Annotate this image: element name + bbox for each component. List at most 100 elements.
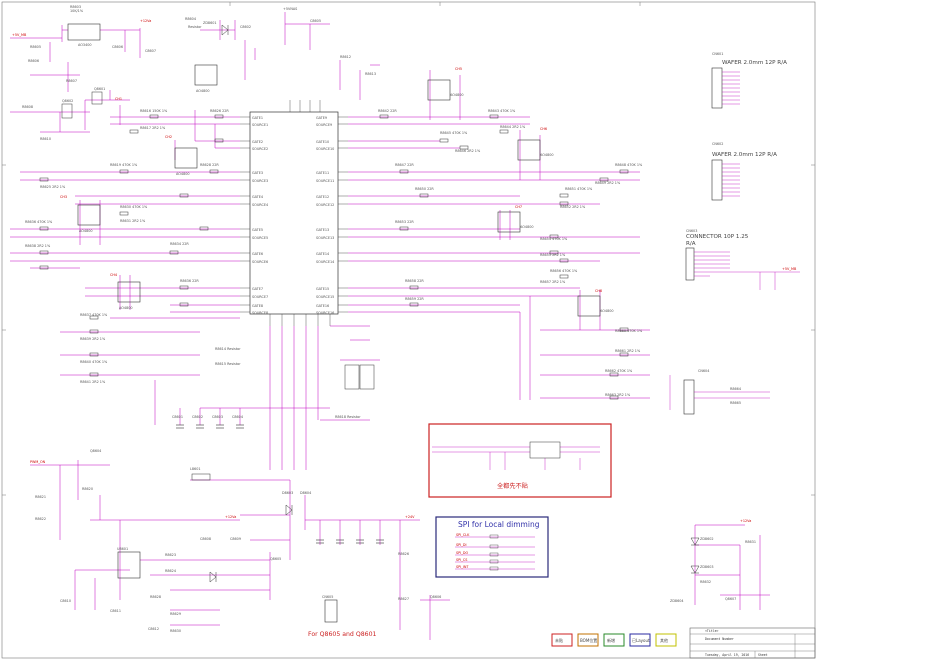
svg-text:R8659 22R: R8659 22R <box>405 297 424 301</box>
ic-pin-label: GATE2 <box>252 140 263 144</box>
top-center-section <box>200 12 380 100</box>
svg-text:R8664: R8664 <box>730 387 741 391</box>
svg-text:CN605: CN605 <box>322 595 333 599</box>
svg-text:CN603: CN603 <box>686 229 697 233</box>
diode-d8601 <box>285 504 293 516</box>
svg-text:+5VNAS: +5VNAS <box>283 7 297 11</box>
svg-text:U8601: U8601 <box>117 547 128 551</box>
ic-pin-label: SOURCE14 <box>316 260 334 264</box>
title-block-title: <Title> <box>705 629 719 633</box>
connector-cn602: CN602 WAFER 2.0mm 12P R/A <box>711 142 777 201</box>
svg-text:AO4800: AO4800 <box>196 89 210 93</box>
svg-text:R8662 470K 1%: R8662 470K 1% <box>605 369 633 373</box>
legend-swatch <box>577 633 599 647</box>
svg-text:R8623: R8623 <box>165 553 176 557</box>
svg-text:R8604: R8604 <box>185 17 196 21</box>
svg-text:R8655 2R2 1%: R8655 2R2 1% <box>540 253 566 257</box>
svg-text:CN602: CN602 <box>712 142 723 146</box>
right-resistors <box>379 114 629 400</box>
not-mounted-note: 全都先不貼 <box>497 482 528 490</box>
svg-text:ZD8604: ZD8604 <box>670 599 684 603</box>
svg-text:C8609: C8609 <box>230 537 241 541</box>
ic-pin-label: GATE16 <box>316 304 329 308</box>
svg-text:AO4800: AO4800 <box>520 225 534 229</box>
ic-pin-label: GATE10 <box>316 140 329 144</box>
svg-text:R8641 2R2 1%: R8641 2R2 1% <box>80 380 106 384</box>
svg-text:C8610: C8610 <box>60 599 71 603</box>
mosfet-right-1: AO4800 <box>427 79 464 101</box>
svg-text:R8660 470K 1%: R8660 470K 1% <box>615 329 643 333</box>
svg-text:R8614 Resistor: R8614 Resistor <box>215 347 241 351</box>
svg-text:CN601: CN601 <box>712 52 723 56</box>
zener-zd8602 <box>690 537 700 546</box>
svg-text:R8648 470K 1%: R8648 470K 1% <box>615 163 643 167</box>
svg-text:CH4: CH4 <box>110 273 117 277</box>
ic-left-pin-stubs <box>240 116 250 313</box>
spi-net-label: SPI_DO <box>456 551 469 555</box>
svg-text:AO4800: AO4800 <box>119 306 133 310</box>
top-left-power-section <box>10 25 141 133</box>
ic-pin-label: SOURCE10 <box>316 147 334 151</box>
transistor-q1 <box>61 103 73 119</box>
svg-text:AO4800: AO4800 <box>540 153 554 157</box>
ic-pin-label: SOURCE16 <box>316 311 334 315</box>
svg-text:R8629: R8629 <box>170 612 181 616</box>
mosfet-left-2: AO4800 <box>174 147 198 176</box>
svg-text:C8605: C8605 <box>310 19 321 23</box>
svg-text:R8631 2R2 1%: R8631 2R2 1% <box>120 219 146 223</box>
ic-pin-label: GATE15 <box>316 287 329 291</box>
svg-text:C8612: C8612 <box>148 627 159 631</box>
svg-text:R8615 Resistor: R8615 Resistor <box>215 362 241 366</box>
svg-text:R8610: R8610 <box>40 137 51 141</box>
svg-text:R8627: R8627 <box>398 597 409 601</box>
svg-text:R8616 150K 1%: R8616 150K 1% <box>140 109 168 113</box>
ic-pin-label: GATE3 <box>252 171 263 175</box>
svg-text:C8601: C8601 <box>172 415 183 419</box>
svg-text:AO4800: AO4800 <box>450 93 464 97</box>
legend-label: 其他 <box>660 637 668 643</box>
svg-text:C8604: C8604 <box>232 415 243 419</box>
svg-text:CN604: CN604 <box>698 369 709 373</box>
svg-text:R8625 2R2 1%: R8625 2R2 1% <box>40 185 66 189</box>
mosfet-left-4: AO4800 <box>117 281 141 310</box>
svg-text:AO4800: AO4800 <box>79 229 93 233</box>
svg-text:C8603: C8603 <box>212 415 223 419</box>
svg-text:R8642 22R: R8642 22R <box>378 109 397 113</box>
svg-text:R8630: R8630 <box>170 629 181 633</box>
svg-text:R8608: R8608 <box>22 105 33 109</box>
spi-nets: SPI_CLK SPI_DI SPI_DO SPI_CS SPI_INT <box>455 533 535 571</box>
svg-text:R8644 2R2 1%: R8644 2R2 1% <box>500 125 526 129</box>
svg-text:R8626 22R: R8626 22R <box>210 109 229 113</box>
legend-swatch <box>655 633 677 647</box>
ic-pin-label: SOURCE13 <box>316 236 334 240</box>
svg-text:R8638 2R2 1%: R8638 2R2 1% <box>25 244 51 248</box>
svg-text:CH7: CH7 <box>515 205 522 209</box>
ic-pin-label: GATE8 <box>252 304 263 308</box>
svg-text:R8637 470K 1%: R8637 470K 1% <box>80 313 108 317</box>
title-block-sheet: Sheet <box>758 653 768 657</box>
mosfet-right-4: AO4800 <box>577 295 614 317</box>
connector-cn601-title: WAFER 2.0mm 12P R/A <box>722 60 787 66</box>
ic-pin-label: SOURCE4 <box>252 203 268 207</box>
ic-pin-label: GATE7 <box>252 287 263 291</box>
svg-text:R8646 2R2 1%: R8646 2R2 1% <box>455 149 481 153</box>
pwm-controller-ic <box>117 551 141 579</box>
svg-text:R8628: R8628 <box>150 595 161 599</box>
legend-label: 未貼 <box>555 637 563 643</box>
svg-text:R8663 2R2 1%: R8663 2R2 1% <box>605 393 631 397</box>
svg-text:R8607: R8607 <box>66 79 77 83</box>
svg-text:+12Va: +12Va <box>140 19 151 23</box>
svg-text:ZD8602: ZD8602 <box>700 537 714 541</box>
right-channel-wiring <box>348 70 650 400</box>
ic-pin-label: SOURCE15 <box>316 295 334 299</box>
svg-text:R8645 470K 1%: R8645 470K 1% <box>440 131 468 135</box>
svg-text:R8624: R8624 <box>165 569 176 573</box>
svg-text:R8632: R8632 <box>700 580 711 584</box>
eeprom-ic <box>529 441 561 459</box>
svg-text:R8612: R8612 <box>340 55 351 59</box>
svg-text:D8603: D8603 <box>282 491 293 495</box>
spi-box <box>435 516 549 578</box>
svg-text:R8617 2R2 1%: R8617 2R2 1% <box>140 126 166 130</box>
svg-text:R8656 470K 1%: R8656 470K 1% <box>550 269 578 273</box>
svg-text:CH3: CH3 <box>60 195 67 199</box>
